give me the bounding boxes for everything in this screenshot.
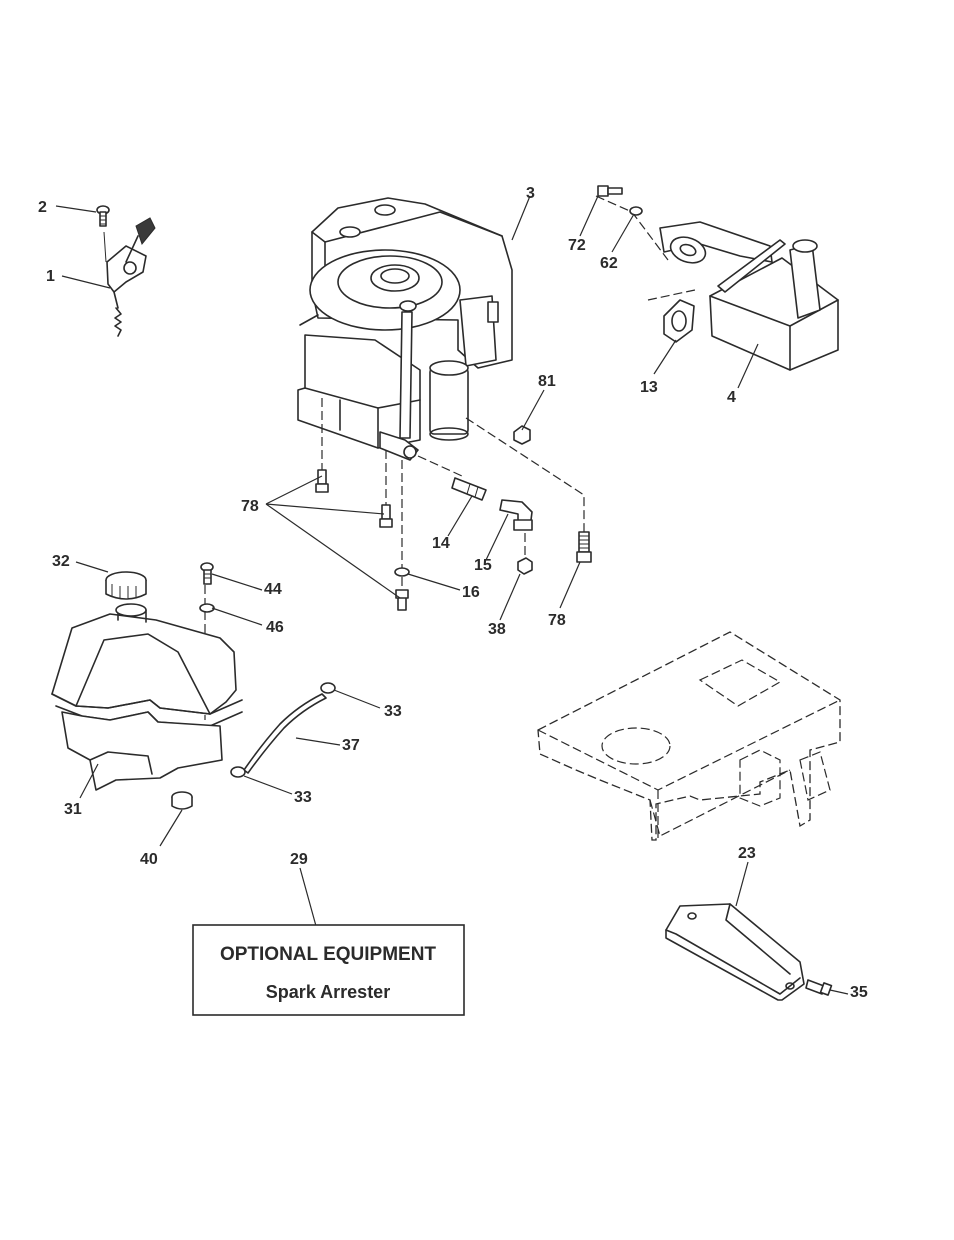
- fuel-line: [231, 683, 335, 777]
- throttle-screw: [97, 206, 109, 226]
- callout-78-bolt: 78: [548, 612, 566, 629]
- callout-62: 62: [600, 255, 618, 272]
- optional-equipment-subtitle: Spark Arrester: [266, 982, 390, 1002]
- tank-screw: [201, 563, 213, 584]
- callout-37: 37: [342, 737, 360, 754]
- fuel-tank: [52, 604, 242, 790]
- callout-2: 2: [38, 199, 47, 216]
- muffler-gasket: [664, 300, 694, 342]
- engine-bolts: [316, 470, 591, 610]
- callout-81: 81: [538, 373, 556, 390]
- callout-3: 3: [526, 185, 535, 202]
- callout-13: 13: [640, 379, 658, 396]
- engine-mount-plate: [538, 632, 840, 840]
- nut-38: [518, 558, 532, 574]
- heat-shield: [666, 904, 804, 1000]
- shield-screw: [806, 980, 831, 995]
- callout-14: 14: [432, 535, 450, 552]
- callout-29: 29: [290, 851, 308, 868]
- fuel-cap: [106, 572, 146, 599]
- callout-33-bottom: 33: [294, 789, 312, 806]
- callout-40: 40: [140, 851, 158, 868]
- drain-pipe: [452, 478, 486, 500]
- callout-46: 46: [266, 619, 284, 636]
- callout-4: 4: [727, 389, 736, 406]
- muffler: [660, 222, 838, 370]
- tank-grommet: [172, 792, 192, 809]
- callout-33-top: 33: [384, 703, 402, 720]
- callout-38: 38: [488, 621, 506, 638]
- callout-78-group: 78: [241, 498, 259, 515]
- throttle-control: [104, 218, 155, 336]
- engine: [298, 198, 512, 460]
- callout-35: 35: [850, 984, 868, 1001]
- tank-washer: [200, 604, 214, 612]
- optional-equipment-title: OPTIONAL EQUIPMENT: [220, 944, 436, 965]
- callout-44: 44: [264, 581, 282, 598]
- callout-32: 32: [52, 553, 70, 570]
- callout-31: 31: [64, 801, 82, 818]
- callout-23: 23: [738, 845, 756, 862]
- drain-elbow: [500, 500, 532, 530]
- callout-72: 72: [568, 237, 586, 254]
- callout-15: 15: [474, 557, 492, 574]
- optional-equipment-box: OPTIONAL EQUIPMENT Spark Arrester: [193, 925, 464, 1015]
- callout-16: 16: [462, 584, 480, 601]
- callout-1: 1: [46, 268, 55, 285]
- washer-16: [395, 568, 409, 576]
- nut-81: [514, 426, 530, 444]
- lock-washer: [630, 207, 642, 215]
- muffler-bolt: [598, 186, 622, 196]
